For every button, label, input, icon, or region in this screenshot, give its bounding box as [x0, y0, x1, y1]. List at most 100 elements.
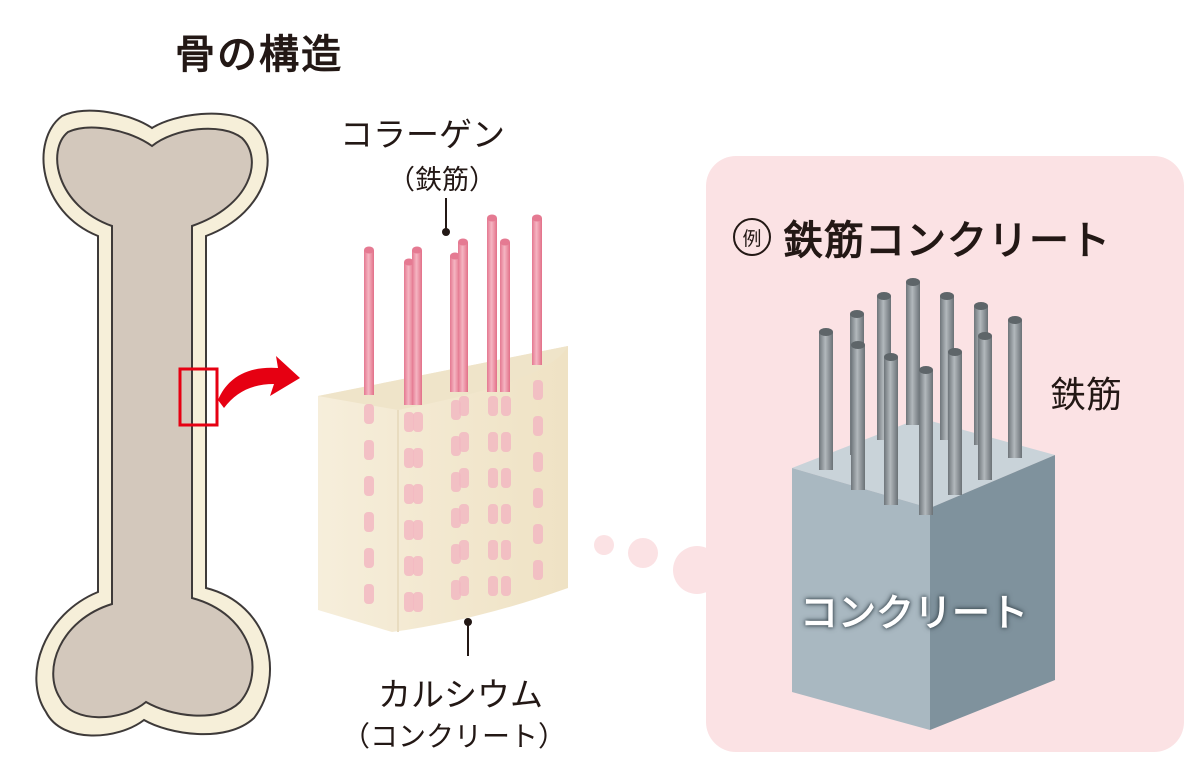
collagen-segment: [533, 524, 543, 544]
calcium-block: [318, 346, 568, 632]
example-badge: 例: [733, 218, 771, 256]
collagen-segment: [459, 432, 469, 452]
collagen-label: コラーゲン: [340, 115, 505, 154]
collagen-segment: [413, 412, 423, 432]
collagen-segment: [364, 548, 374, 568]
collagen-segment: [501, 576, 511, 596]
collagen-segment: [533, 380, 543, 400]
collagen-segment: [364, 440, 374, 460]
collagen-fiber-tip: [450, 252, 460, 260]
highlight-box: [178, 367, 219, 427]
collagen-segment: [413, 556, 423, 576]
calcium-label: カルシウム: [378, 675, 543, 714]
rebar-rod-end: [940, 292, 954, 300]
collagen-fiber: [412, 250, 422, 405]
rebar-rod-end: [884, 353, 898, 361]
example-title: 鉄筋コンクリート: [783, 218, 1111, 264]
collagen-sublabel: （鉄筋）: [388, 165, 496, 196]
rebar-rod-end: [1008, 316, 1022, 324]
collagen-segment: [488, 396, 498, 416]
collagen-segment: [413, 520, 423, 540]
collagen-fibers: [364, 214, 542, 405]
collagen-embedded-segments: [364, 380, 543, 612]
collagen-fiber-tip: [500, 238, 510, 246]
calcium-block-body: [318, 346, 568, 632]
rebar-rod-end: [906, 278, 920, 286]
rebar-rod: [884, 357, 898, 505]
collagen-segment: [404, 556, 414, 576]
concrete-label: コンクリート: [800, 591, 1029, 635]
page-title: 骨の構造: [175, 32, 343, 78]
calcium-sublabel: （コンクリート）: [342, 720, 567, 753]
collagen-segment: [533, 560, 543, 580]
rebar-rod-end: [948, 348, 962, 356]
rebar-rod-end: [919, 366, 933, 374]
collagen-segment: [364, 512, 374, 532]
rebar-rod-end: [851, 341, 865, 349]
red-arrow: [218, 356, 300, 408]
collagen-segment: [488, 432, 498, 452]
collagen-segment: [451, 508, 461, 528]
collagen-segment: [404, 484, 414, 504]
collagen-fiber-tip: [404, 258, 414, 266]
collagen-segment: [501, 432, 511, 452]
rebar-rod: [1008, 320, 1022, 458]
collagen-fiber-tip: [532, 214, 542, 222]
collagen-segment: [488, 468, 498, 488]
collagen-fiber: [404, 262, 414, 405]
collagen-segment: [533, 452, 543, 472]
collagen-segment: [488, 540, 498, 560]
collagen-segment: [404, 520, 414, 540]
rebar-rod-end: [850, 310, 864, 318]
collagen-segment: [451, 544, 461, 564]
collagen-segment: [501, 540, 511, 560]
rebar-rod: [919, 370, 933, 515]
collagen-segment: [459, 504, 469, 524]
collagen-segment: [459, 396, 469, 416]
bubble-small: [594, 535, 614, 555]
collagen-segment: [451, 436, 461, 456]
collagen-fiber: [487, 218, 497, 392]
collagen-segment: [501, 396, 511, 416]
bubble-medium: [628, 538, 658, 568]
rebar-rod: [906, 282, 920, 425]
collagen-fiber: [458, 242, 468, 392]
collagen-fiber: [364, 250, 374, 395]
collagen-segment: [501, 468, 511, 488]
collagen-fiber: [532, 218, 542, 365]
collagen-segment: [404, 592, 414, 612]
cube-left: [792, 468, 930, 730]
collagen-segment: [451, 400, 461, 420]
rebar-rod-end: [877, 292, 891, 300]
collagen-segment: [501, 504, 511, 524]
rebar-rod: [851, 345, 865, 490]
collagen-segment: [488, 504, 498, 524]
collagen-segment: [533, 488, 543, 508]
collagen-segment: [459, 468, 469, 488]
collagen-segment: [451, 580, 461, 600]
collagen-fiber: [500, 242, 510, 392]
collagen-fiber-tip: [412, 246, 422, 254]
rebar-rod: [978, 336, 992, 480]
cube-right: [930, 455, 1055, 730]
collagen-fiber-tip: [458, 238, 468, 246]
collagen-segment: [533, 416, 543, 436]
example-heading: 例 鉄筋コンクリート: [733, 208, 1111, 266]
collagen-segment: [413, 592, 423, 612]
rebar-rod: [819, 332, 833, 470]
collagen-segment: [413, 484, 423, 504]
collagen-segment: [404, 412, 414, 432]
rebar-rod-end: [819, 328, 833, 336]
collagen-segment: [459, 576, 469, 596]
collagen-segment: [459, 540, 469, 560]
collagen-segment: [364, 404, 374, 424]
bone-illustration: [35, 109, 300, 737]
collagen-fiber-tip: [364, 246, 374, 254]
collagen-segment: [364, 476, 374, 496]
rebar-label: 鉄筋: [1050, 375, 1123, 416]
rebar-rod-end: [978, 332, 992, 340]
bone-inner: [52, 126, 254, 719]
collagen-segment: [404, 448, 414, 468]
collagen-segment: [488, 576, 498, 596]
